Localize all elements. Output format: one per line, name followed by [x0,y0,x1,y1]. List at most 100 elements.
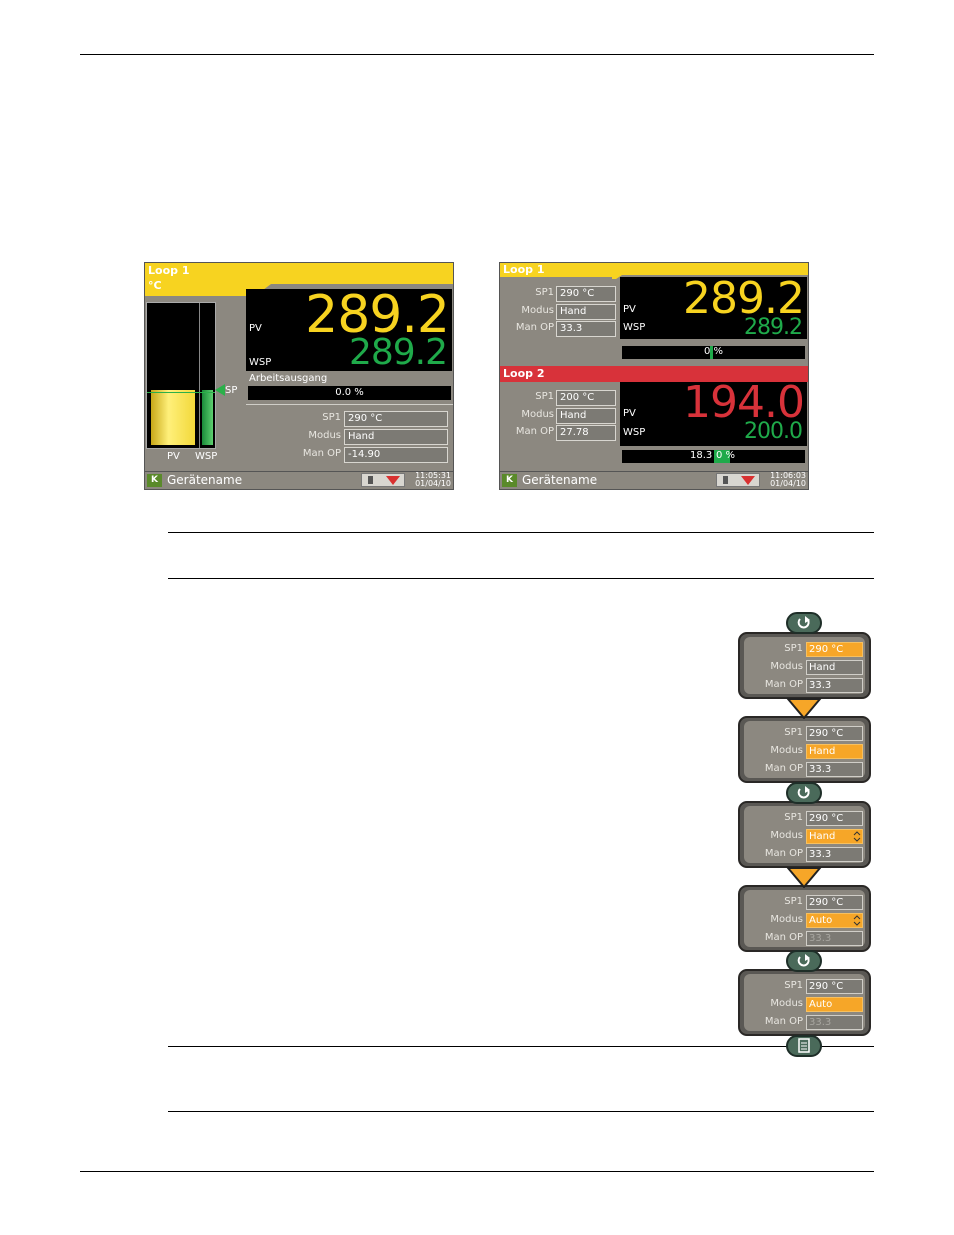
bar-pv-label: PV [167,451,180,462]
stepper-field-value[interactable]: 290 °C [806,895,863,910]
field-label: SP1 [322,412,341,423]
field-label: Man OP [515,426,554,437]
field-value[interactable]: 200 °C [556,390,616,406]
sp-line [147,392,215,393]
loop1-output-fill [710,346,713,359]
field-label: SP1 [535,287,554,298]
scroll-icon [797,786,810,799]
field-value[interactable]: 290 °C [556,286,616,302]
stepper-field-value[interactable]: 33.3 [806,762,863,777]
loop1-header [500,263,808,273]
stepper-field-text: 33.3 [809,1017,832,1028]
status-icons[interactable] [716,473,760,487]
top-rule [80,54,874,55]
field-label: Man OP [302,448,341,459]
single-loop-screen: Loop 1 °C SP PV WSP PV 289.2 WSP 289.2 A… [144,262,454,490]
field-value[interactable]: Hand [556,303,616,320]
field-value[interactable]: 290 °C [344,411,448,427]
bottom-rule [80,1171,874,1172]
stepper-field-value[interactable]: 290 °C [806,979,863,994]
page-icon [798,1038,810,1053]
stepper-field-value[interactable]: Hand [806,660,863,675]
loop1-wsp-value: 289.2 [744,315,803,340]
down-arrow-button[interactable] [786,697,822,719]
stepper-field-label: Modus [770,830,803,841]
down-arrow-button[interactable] [786,866,822,888]
pen-icon [723,476,728,484]
field-value[interactable]: 27.78 [556,425,616,441]
stepper-field-value[interactable]: 33.3 [806,1015,863,1030]
field-value[interactable]: Hand [556,407,616,424]
page-button[interactable] [786,1035,822,1057]
scroll-button[interactable] [786,950,822,972]
loop1-value-panel [620,277,807,339]
stepper-field-value[interactable]: Auto [806,913,863,928]
status-bar: K Gerätename 11:06:03 01/04/10 [500,471,808,489]
sp-marker-label: SP [225,385,238,396]
status-icons[interactable] [361,473,405,487]
field-label: SP1 [535,391,554,402]
loop2-wsp-label: WSP [623,427,646,438]
stepper-field-text: 33.3 [809,849,832,860]
wsp-bar [202,389,213,445]
field-label: Modus [521,304,554,316]
stepper-field-value[interactable]: 290 °C [806,642,863,657]
loop1-header [145,263,453,278]
stepper-field-value[interactable]: Hand [806,829,863,844]
stepper-field-value[interactable]: 33.3 [806,678,863,693]
wsp-value: 289.2 [348,332,448,373]
alarm-icon [386,476,400,485]
stepper-field-value[interactable]: Hand [806,744,863,759]
stepper-field-text: Hand [809,746,836,757]
stepper-field-value[interactable]: 33.3 [806,847,863,862]
stepper-field-value[interactable]: 33.3 [806,931,863,946]
stepper-field-label: Man OP [764,848,803,859]
output-bar: 0.0 % [248,386,451,400]
stepper-field-text: 290 °C [809,728,844,739]
scroll-button[interactable] [786,782,822,804]
bar-wsp-label: WSP [195,451,218,462]
loop1-output-value: 0 % [703,346,724,357]
loop2-wsp-value: 200.0 [744,419,803,444]
header-slant [612,272,808,279]
header-slant [245,276,453,296]
stepper-field-value[interactable]: Auto [806,997,863,1012]
scroll-icon [797,616,810,629]
stepper-field-text: Auto [809,915,833,926]
loop1-pv-value: 289.2 [683,273,805,324]
scroll-button[interactable] [786,612,822,634]
loop1-pv-label: PV [623,304,636,315]
field-label: Modus [521,408,554,420]
stepper-field-text: Hand [809,831,836,842]
stepper-field-label: SP1 [784,980,803,991]
stepper-field-text: 33.3 [809,933,832,944]
field-value[interactable]: -14.90 [344,447,448,463]
loop2-output-value-b: 0 % [716,450,736,461]
field-value[interactable]: Hand [344,429,448,445]
output-value: 0.0 % [335,387,364,398]
stepper-field-value[interactable]: 290 °C [806,811,863,826]
stepper-field-label: SP1 [784,643,803,654]
stepper-field-text: 290 °C [809,644,844,655]
note2-rule-top [168,1046,874,1047]
stepper-field-value[interactable]: 290 °C [806,726,863,741]
field-value[interactable]: 33.3 [556,321,616,337]
loop2-pv-label: PV [623,408,636,419]
output-title: Arbeitsausgang [249,373,328,384]
stepper-field-text: 290 °C [809,813,844,824]
status-bar: K Gerätename 11:05:31 01/04/10 [145,471,453,489]
loop2-output-value-a: 18.3 [690,450,713,461]
field-label: Modus [308,430,341,441]
stepper-field-label: Man OP [764,932,803,943]
clock-time: 11:06:03 [770,471,806,480]
clock-date: 01/04/10 [770,479,806,488]
unit-label: °C [148,279,162,292]
sp-marker-icon [215,384,225,396]
